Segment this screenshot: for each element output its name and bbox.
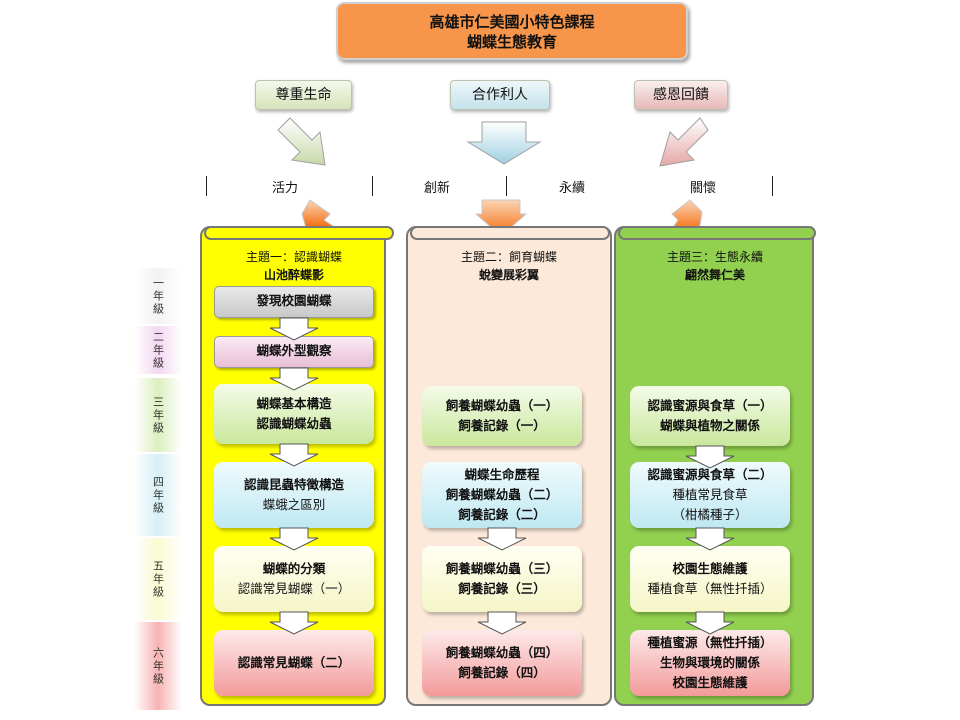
- theme-2-scroll-top: [410, 226, 610, 240]
- theme-1-card-5: 蝴蝶的分類認識常見蝴蝶（一）: [214, 546, 374, 612]
- theme-3-header: 主題三：生態永續 翩然舞仁美: [620, 248, 810, 284]
- grade-6: 六年級: [134, 622, 182, 710]
- value-gratitude: 感恩回饋: [634, 80, 728, 110]
- grade-2: 二年級: [134, 326, 182, 374]
- value-cooperation: 合作利人: [450, 80, 550, 110]
- theme-1-label: 主題一：認識蝴蝶: [245, 250, 342, 264]
- course-title-line1: 高雄市仁美國小特色課程: [429, 13, 595, 31]
- down-arrow-icon: [269, 443, 319, 467]
- down-arrow-icon: [477, 527, 527, 551]
- theme-1-header: 主題一：認識蝴蝶 山池醉蝶影: [206, 248, 382, 284]
- keyword-care: 關懷: [690, 181, 717, 196]
- arrow-orange-2: [474, 199, 528, 237]
- theme-2-card-2: 蝴蝶生命歷程飼養蝴蝶幼蟲（二）飼養記錄（二）: [422, 462, 582, 528]
- grade-4: 四年級: [134, 454, 182, 536]
- divider-tick: [506, 176, 507, 196]
- theme-3-label: 主題三：生態永續: [666, 250, 763, 264]
- theme-2-card-1: 飼養蝴蝶幼蟲（一）飼養記錄（一）: [422, 386, 582, 446]
- theme-3-scroll-top: [618, 226, 816, 240]
- arrow-red: [659, 117, 709, 167]
- down-arrow-icon: [685, 611, 735, 635]
- course-title-line2: 蝴蝶生態教育: [466, 33, 557, 51]
- theme-2-subtitle: 蛻變展彩翼: [478, 268, 539, 282]
- down-arrow-icon: [477, 611, 527, 635]
- value-label: 感恩回饋: [653, 87, 709, 103]
- theme-2-card-3: 飼養蝴蝶幼蟲（三）飼養記錄（三）: [422, 546, 582, 612]
- value-respect-life: 尊重生命: [255, 80, 352, 110]
- theme-3-card-3: 校園生態維護種植食草（無性扦插）: [630, 546, 790, 612]
- course-title-box: 高雄市仁美國小特色課程 蝴蝶生態教育: [336, 2, 688, 60]
- down-arrow-icon: [269, 527, 319, 551]
- down-arrow-icon: [685, 445, 735, 469]
- keyword-vitality: 活力: [272, 181, 299, 196]
- theme-3-subtitle: 翩然舞仁美: [684, 268, 745, 282]
- theme-3-card-1: 認識蜜源與食草（一）蝴蝶與植物之關係: [630, 386, 790, 446]
- theme-3-card-4: 種植蜜源（無性扦插）生物與環境的關係校園生態維護: [630, 630, 790, 696]
- down-arrow-icon: [685, 527, 735, 551]
- theme-2-card-4: 飼養蝴蝶幼蟲（四）飼養記錄（四）: [422, 630, 582, 696]
- theme-1-card-1: 發現校園蝴蝶: [214, 286, 374, 318]
- arrow-blue: [466, 121, 542, 165]
- divider-tick: [206, 176, 207, 196]
- theme-1-card-4: 認識昆蟲特徵構造蝶蛾之區別: [214, 462, 374, 528]
- divider-tick: [772, 176, 773, 196]
- theme-1-card-3: 蝴蝶基本構造認識蝴蝶幼蟲: [214, 384, 374, 444]
- value-label: 尊重生命: [275, 87, 332, 103]
- theme-3-card-2: 認識蜜源與食草（二）種植常見食草（柑橘種子）: [630, 462, 790, 528]
- keyword-innovation: 創新: [424, 181, 451, 196]
- grade-3: 三年級: [134, 378, 182, 452]
- theme-1-scroll-top: [204, 226, 394, 240]
- keyword-sustainability: 永續: [559, 181, 586, 196]
- theme-2-label: 主題二：飼育蝴蝶: [460, 250, 557, 264]
- down-arrow-icon: [269, 317, 319, 341]
- value-label: 合作利人: [472, 87, 528, 103]
- theme-2-header: 主題二：飼育蝴蝶 蛻變展彩翼: [414, 248, 604, 284]
- theme-1-card-6: 認識常見蝴蝶（二）: [214, 630, 374, 696]
- grade-5: 五年級: [134, 538, 182, 620]
- down-arrow-icon: [269, 611, 319, 635]
- grade-1: 一年級: [134, 268, 182, 324]
- down-arrow-icon: [269, 367, 319, 391]
- theme-1-subtitle: 山池醉蝶影: [263, 268, 324, 282]
- divider-tick: [372, 176, 373, 196]
- arrow-green: [277, 117, 326, 166]
